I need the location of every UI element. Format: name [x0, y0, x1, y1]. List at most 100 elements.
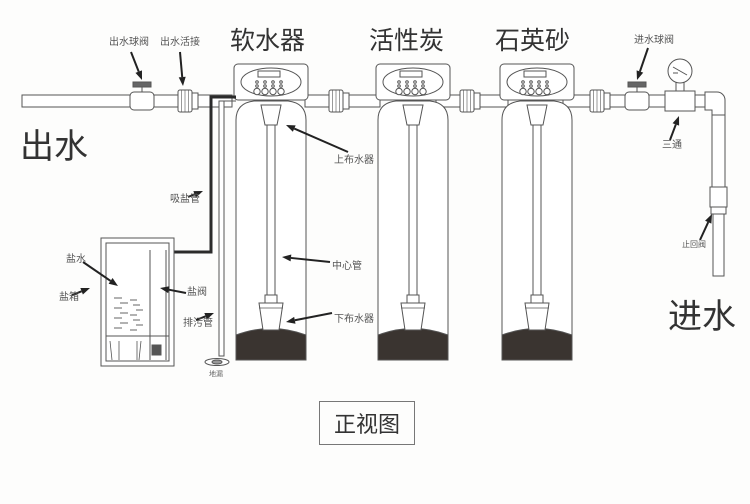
arrow-brine — [82, 261, 112, 282]
brine-valve-label: 盐阀 — [187, 287, 207, 298]
elbow — [704, 91, 726, 116]
distributor-collar — [264, 294, 278, 304]
control-button — [269, 87, 277, 96]
lower-distributor — [524, 302, 550, 331]
indicator-led — [255, 84, 259, 88]
outlet-pipe — [21, 94, 233, 108]
control-button — [527, 87, 535, 96]
check-valve-nut — [710, 206, 727, 215]
arrow-outlet-union — [179, 51, 184, 78]
arrow-outlet-ball-valve — [130, 51, 140, 72]
arrow-drain-pipe — [195, 315, 206, 321]
center-pipe — [532, 124, 542, 296]
inlet-riser — [711, 114, 726, 188]
tank-media — [377, 328, 449, 361]
upper-distributor — [402, 104, 424, 126]
control-button — [395, 87, 403, 96]
center-pipe-label: 中心管 — [332, 261, 362, 272]
indicator-led — [271, 84, 275, 88]
indicator-led — [545, 84, 549, 88]
arrow-outlet-union-head — [178, 76, 186, 86]
union-1-nut — [342, 92, 350, 110]
indicator-led — [405, 84, 409, 88]
indicator-led — [521, 80, 525, 84]
indicator-led — [397, 84, 401, 88]
check-valve-body — [709, 186, 728, 208]
control-button — [419, 87, 427, 96]
arrow-lower-distributor-head — [286, 316, 296, 324]
inlet-ball-valve-handle — [627, 81, 647, 88]
lower-distributor — [258, 302, 284, 331]
indicator-led — [529, 80, 533, 84]
quartz-title: 石英砂 — [495, 26, 571, 55]
control-button — [403, 87, 411, 96]
arrow-inlet-ball-valve — [638, 47, 649, 72]
arrow-upper-distributor — [293, 127, 349, 153]
outlet-union-nut — [191, 92, 199, 110]
caption-text: 正视图 — [333, 413, 400, 438]
arrow-brine-valve-head — [160, 286, 170, 294]
front-view-caption: 正视图 — [319, 401, 415, 445]
arrow-brine-tank-head — [80, 288, 90, 295]
control-button — [277, 87, 285, 96]
center-pipe — [266, 124, 276, 296]
arrow-lower-distributor — [294, 312, 333, 322]
arrow-center-pipe — [290, 256, 331, 263]
brine-suction-pipe-label: 吸盐管 — [170, 194, 200, 205]
distributor-collar — [406, 294, 420, 304]
indicator-led — [413, 80, 417, 84]
softener-title: 软水器 — [230, 26, 306, 55]
indicator-led — [529, 84, 533, 88]
brine-tank — [100, 237, 175, 367]
outlet-label: 出水 — [20, 127, 88, 167]
arrow-tee-head — [672, 116, 680, 126]
indicator-led — [263, 84, 267, 88]
arrow-brine-suction-pipe — [187, 193, 196, 198]
arrow-drain-pipe-head — [204, 313, 214, 320]
control-button — [411, 87, 419, 96]
indicator-led — [421, 80, 425, 84]
brine-tank-label: 盐箱 — [59, 292, 79, 303]
tee-label: 三通 — [662, 140, 682, 151]
control-button — [519, 87, 527, 96]
indicator-led — [421, 84, 425, 88]
arrow-outlet-ball-valve-head — [135, 70, 142, 80]
drain-pipe-label: 排污管 — [183, 318, 213, 329]
inlet-ball-valve-label: 进水球阀 — [634, 35, 674, 46]
arrow-brine-valve — [168, 288, 187, 294]
control-button — [535, 87, 543, 96]
upper-distributor — [526, 104, 548, 126]
outlet-ball-valve-label: 出水球阀 — [109, 37, 149, 48]
tee-fitting — [664, 90, 696, 112]
indicator-led — [263, 80, 267, 84]
inlet-lower-pipe — [712, 213, 725, 277]
tank-media — [501, 328, 573, 361]
outlet-ball-valve — [129, 91, 155, 111]
floor-drain-grate — [211, 359, 223, 365]
lower-distributor — [400, 302, 426, 331]
indicator-led — [521, 84, 525, 88]
gauge-needle — [672, 66, 688, 76]
indicator-led — [255, 80, 259, 84]
lcd-display — [257, 70, 281, 78]
center-pipe — [408, 124, 418, 296]
upper-distributor — [260, 104, 282, 126]
lower-distributor-label: 下布水器 — [334, 314, 374, 325]
indicator-led — [537, 80, 541, 84]
indicator-led — [537, 84, 541, 88]
floor-drain-label: 地漏 — [209, 370, 223, 378]
inlet-ball-valve — [624, 91, 650, 111]
union-2-nut — [473, 92, 481, 110]
inlet-label: 进水 — [668, 297, 736, 337]
arrow-check-valve-head — [705, 214, 712, 224]
indicator-led — [271, 80, 275, 84]
arrow-brine-tank — [71, 290, 82, 296]
arrow-inlet-ball-valve-head — [636, 70, 644, 80]
lcd-display — [399, 70, 423, 78]
control-button — [253, 87, 261, 96]
upper-distributor-label: 上布水器 — [334, 155, 374, 166]
arrow-tee — [669, 124, 677, 141]
arrow-brine-head — [108, 278, 118, 286]
indicator-led — [413, 84, 417, 88]
